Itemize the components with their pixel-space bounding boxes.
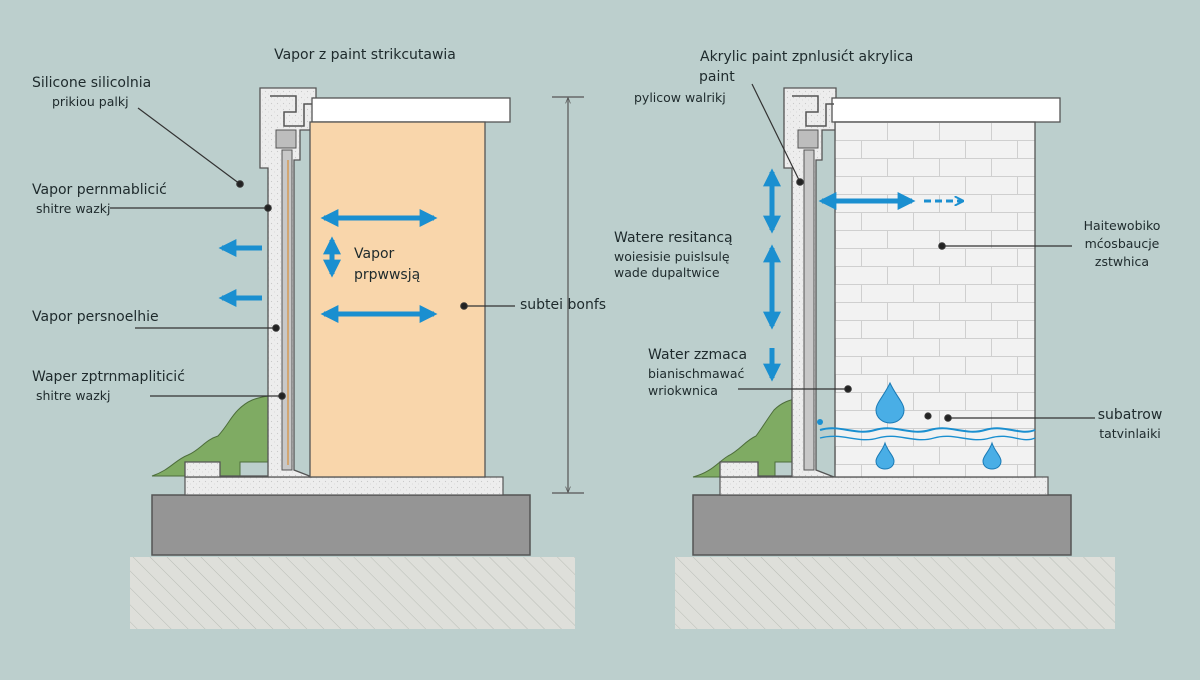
label-vapor-perm1-line2: shitre wazkj bbox=[36, 201, 111, 216]
brick-wall bbox=[834, 121, 1036, 478]
water-wave-1 bbox=[819, 427, 1036, 433]
water-drop-large bbox=[875, 381, 905, 424]
cap-notch-left bbox=[275, 129, 297, 149]
cap-profile-left bbox=[270, 95, 312, 127]
leader-dot-waper bbox=[278, 392, 286, 400]
label-center-line2: prpwwsją bbox=[354, 267, 421, 283]
foundation-right bbox=[692, 494, 1072, 556]
label-silicone-line2: prikiou palkj bbox=[52, 94, 129, 109]
leader-acrylic bbox=[751, 83, 801, 183]
top-cap-left bbox=[311, 97, 511, 123]
foundation-plinth-left bbox=[184, 476, 504, 496]
label-water-zm-line3: wriokwnica bbox=[648, 383, 718, 398]
label-haite-line3: zstwhica bbox=[1094, 254, 1150, 269]
label-subatrow-line2: tatvinlaiki bbox=[1099, 426, 1161, 441]
ground-hatch-right bbox=[675, 557, 1115, 629]
label-vapor-person: Vapor persnoelhie bbox=[32, 309, 159, 325]
label-acrylic-line3: pylicow walrikj bbox=[634, 90, 726, 105]
top-cap-right bbox=[831, 97, 1061, 123]
left-title: Vapor z paint strikcutawia bbox=[274, 47, 456, 63]
right-leader-lines bbox=[738, 83, 1095, 422]
label-vapor-perm1-line1: Vapor pernmablicić bbox=[32, 182, 167, 198]
label-waper-line2: shitre wazkj bbox=[36, 388, 111, 403]
label-silicone-line1: Silicone silicolnia bbox=[32, 75, 152, 91]
ground-hatch-left bbox=[130, 557, 575, 629]
left-arrows bbox=[218, 209, 438, 323]
right-wall-section bbox=[675, 87, 1115, 629]
membrane-left bbox=[281, 149, 293, 471]
leader-dot-subtei bbox=[460, 302, 468, 310]
leader-dot-silicone bbox=[236, 180, 244, 188]
label-waper-line1: Waper zptrnmapliticić bbox=[32, 369, 185, 385]
grass-right bbox=[692, 397, 799, 478]
label-water-zm-line2: bianischmawać bbox=[648, 366, 745, 381]
leader-dot-vapor-person bbox=[272, 324, 280, 332]
leader-dot-acrylic bbox=[796, 178, 804, 186]
label-center-line1: Vapor bbox=[354, 246, 395, 262]
leader-dot-subatrow bbox=[944, 414, 952, 422]
leader-dot-vapor-perm1 bbox=[264, 204, 272, 212]
water-drop-small-2 bbox=[982, 441, 1002, 470]
label-acrylic-line1: Akrylic paint zpnlusićt akrylica bbox=[700, 49, 914, 65]
water-dot bbox=[817, 419, 823, 425]
leader-dot-extra bbox=[924, 412, 932, 420]
label-haite-line2: mćosbaucje bbox=[1084, 236, 1160, 251]
peach-panel bbox=[309, 121, 486, 478]
foundation-plinth-right bbox=[719, 476, 1049, 496]
label-water-res-line1: Watere resitancą bbox=[614, 230, 733, 246]
leader-dot-haite bbox=[938, 242, 946, 250]
leader-silicone bbox=[137, 107, 241, 185]
grass-left bbox=[151, 395, 269, 477]
foundation-left bbox=[151, 494, 531, 556]
cap-notch-right bbox=[797, 129, 819, 149]
label-water-res-line2: woiesisie puislsulę bbox=[614, 249, 730, 264]
left-wall-section bbox=[130, 87, 575, 629]
dimension-line bbox=[552, 96, 584, 494]
label-water-res-line3: wade dupaltwice bbox=[614, 265, 720, 280]
water-drop-small-1 bbox=[875, 441, 895, 470]
label-haite-line1: Haitewobiko bbox=[1083, 218, 1161, 233]
label-subatrow-line1: subatrow bbox=[1097, 407, 1163, 423]
label-acrylic-line2: paint bbox=[699, 69, 735, 85]
label-water-zm-line1: Water zzmaca bbox=[648, 347, 748, 363]
label-subtei: subtei bonfs bbox=[520, 297, 607, 313]
left-leader-lines bbox=[110, 107, 515, 400]
water-wave-2 bbox=[819, 435, 1036, 441]
right-arrows bbox=[763, 168, 962, 382]
leader-dot-water-zm bbox=[844, 385, 852, 393]
cap-profile-right bbox=[792, 95, 834, 127]
membrane-right bbox=[803, 149, 815, 471]
